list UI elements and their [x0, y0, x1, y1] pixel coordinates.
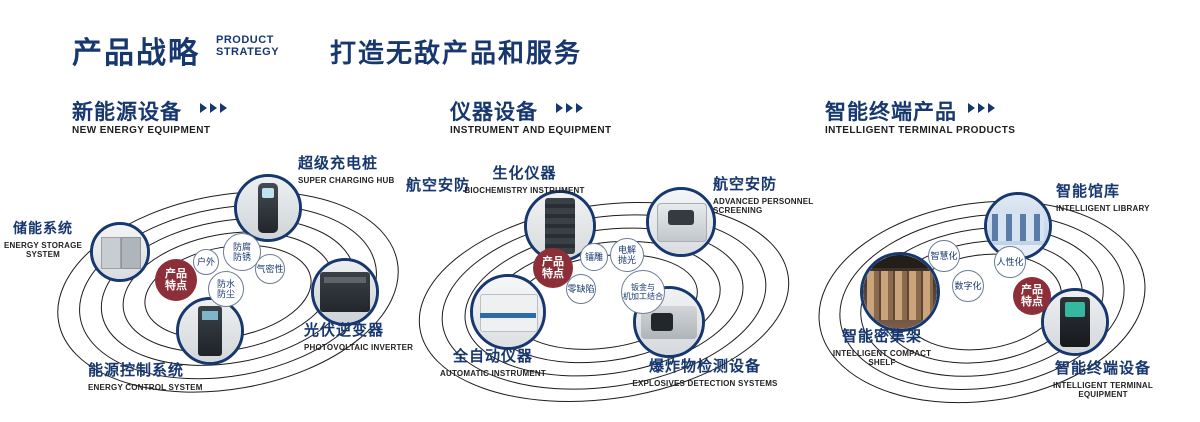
section-title-new-energy: 新能源设备 — [72, 101, 182, 124]
product-name-cn: 智能终端设备 — [1054, 360, 1151, 377]
arrow-icon — [210, 103, 217, 113]
product-name-cn: 储能系统 — [13, 220, 73, 236]
feature-bubble: 钣金与 机加工结合 — [621, 270, 665, 314]
product-label-super-charging-hub: 超级充电桩 SUPER CHARGING HUB — [298, 152, 395, 185]
product-name-en: EXPLOSIVES DETECTION SYSTEMS — [632, 379, 778, 388]
arrow-icon — [576, 103, 583, 113]
section-subtitle-instruments: INSTRUMENT AND EQUIPMENT — [450, 125, 612, 136]
arrow-icon — [988, 103, 995, 113]
section-subtitle-new-energy: NEW ENERGY EQUIPMENT — [72, 125, 211, 136]
arrow-icon — [200, 103, 207, 113]
product-label-terminal-equipment: 智能终端设备 INTELLIGENT TERMINAL EQUIPMENT — [1028, 357, 1178, 399]
product-name-cn: 航空安防 — [713, 176, 778, 193]
label-aviation-security-left: 航空安防 — [406, 177, 471, 194]
energy-storage-image — [93, 225, 147, 279]
product-label-biochemistry: 生化仪器 BIOCHEMISTRY INSTRUMENT — [462, 162, 587, 195]
page-title-en-line2: STRATEGY — [216, 46, 280, 58]
automatic-instrument-image — [473, 277, 543, 347]
product-name-cn: 智能密集架 — [841, 328, 922, 345]
section-title-instruments: 仪器设备 — [450, 101, 538, 124]
product-label-compact-shelf: 智能密集架 INTELLIGENT COMPACT SHELF — [824, 325, 940, 367]
page-title: 产品战略 — [72, 37, 200, 70]
arrow-icon — [220, 103, 227, 113]
product-features-badge: 产品 特点 — [155, 259, 197, 301]
product-name-cn: 能源控制系统 — [88, 362, 185, 379]
feature-bubble: 零缺陷 — [566, 274, 596, 304]
biochemistry-instrument-image — [527, 193, 593, 259]
page-title-en: PRODUCT STRATEGY — [216, 34, 279, 58]
node-energy-storage — [90, 222, 150, 282]
feature-bubble: 气密性 — [255, 254, 285, 284]
product-name-en: ENERGY CONTROL SYSTEM — [88, 383, 203, 392]
product-name-cn: 爆炸物检测设备 — [648, 358, 761, 375]
personnel-screening-image — [649, 190, 713, 254]
feature-bubble: 人性化 — [994, 246, 1026, 278]
product-label-automatic-instrument: 全自动仪器 AUTOMATIC INSTRUMENT — [430, 345, 556, 378]
node-intelligent-compact-shelf — [860, 252, 940, 332]
product-features-badge: 产品 特点 — [1013, 277, 1051, 315]
product-name-en: BIOCHEMISTRY INSTRUMENT — [464, 186, 585, 195]
arrow-icon — [566, 103, 573, 113]
triple-arrow-icon — [556, 103, 583, 113]
product-label-intelligent-library: 智能馆库 INTELLIGENT LIBRARY — [1056, 180, 1150, 213]
product-label-energy-storage: 储能系统 ENERGY STORAGE SYSTEM — [0, 218, 86, 259]
product-label-personnel-screening: 航空安防 ADVANCED PERSONNEL SCREENING — [713, 173, 831, 215]
energy-control-image — [179, 300, 241, 362]
product-name-en: INTELLIGENT TERMINAL EQUIPMENT — [1053, 381, 1153, 399]
page-slogan: 打造无敌产品和服务 — [330, 38, 583, 68]
product-name-cn: 光伏逆变器 — [304, 322, 385, 339]
feature-bubble: 镭雕 — [580, 243, 608, 271]
arrow-icon — [968, 103, 975, 113]
compact-shelf-image — [863, 255, 937, 329]
product-name-en: INTELLIGENT LIBRARY — [1056, 204, 1150, 213]
product-name-en: SUPER CHARGING HUB — [298, 176, 395, 185]
node-photovoltaic-inverter — [311, 258, 379, 326]
node-super-charging-hub — [234, 174, 302, 242]
page-title-en-line1: PRODUCT — [216, 34, 274, 46]
triple-arrow-icon — [968, 103, 995, 113]
section-subtitle-intelligent-terminal: INTELLIGENT TERMINAL PRODUCTS — [825, 125, 1016, 136]
feature-bubble: 户外 — [193, 249, 219, 275]
triple-arrow-icon — [200, 103, 227, 113]
feature-bubble: 电解 抛光 — [610, 238, 644, 272]
product-name-cn: 生化仪器 — [492, 165, 557, 182]
product-label-photovoltaic-inverter: 光伏逆变器 PHOTOVOLTAIC INVERTER — [304, 319, 413, 352]
arrow-icon — [978, 103, 985, 113]
product-name-cn: 全自动仪器 — [452, 348, 533, 365]
arrow-icon — [556, 103, 563, 113]
node-intelligent-library — [984, 192, 1052, 260]
feature-bubble: 防腐 防锈 — [223, 233, 261, 271]
product-name-en: ADVANCED PERSONNEL SCREENING — [713, 197, 814, 215]
node-energy-control — [176, 297, 244, 365]
product-name-en: PHOTOVOLTAIC INVERTER — [304, 343, 414, 352]
section-title-intelligent-terminal: 智能终端产品 — [825, 101, 957, 124]
product-name-en: INTELLIGENT COMPACT SHELF — [832, 349, 932, 367]
product-label-energy-control: 能源控制系统 ENERGY CONTROL SYSTEM — [88, 359, 203, 392]
charging-hub-image — [237, 177, 299, 239]
node-personnel-screening — [646, 187, 716, 257]
product-name-en: AUTOMATIC INSTRUMENT — [440, 369, 546, 378]
feature-bubble: 智慧化 — [928, 240, 960, 272]
feature-bubble: 数字化 — [952, 270, 984, 302]
product-name-cn: 超级充电桩 — [298, 155, 379, 172]
inverter-image — [314, 261, 376, 323]
product-features-badge: 产品 特点 — [533, 248, 573, 288]
product-label-explosives-detection: 爆炸物检测设备 EXPLOSIVES DETECTION SYSTEMS — [630, 355, 780, 388]
product-name-en: ENERGY STORAGE SYSTEM — [3, 241, 83, 259]
product-name-cn: 智能馆库 — [1056, 183, 1121, 200]
node-automatic-instrument — [470, 274, 546, 350]
intelligent-library-image — [987, 195, 1049, 257]
feature-bubble: 防水 防尘 — [208, 271, 244, 307]
node-intelligent-terminal — [1041, 288, 1109, 356]
terminal-equipment-image — [1044, 291, 1106, 353]
